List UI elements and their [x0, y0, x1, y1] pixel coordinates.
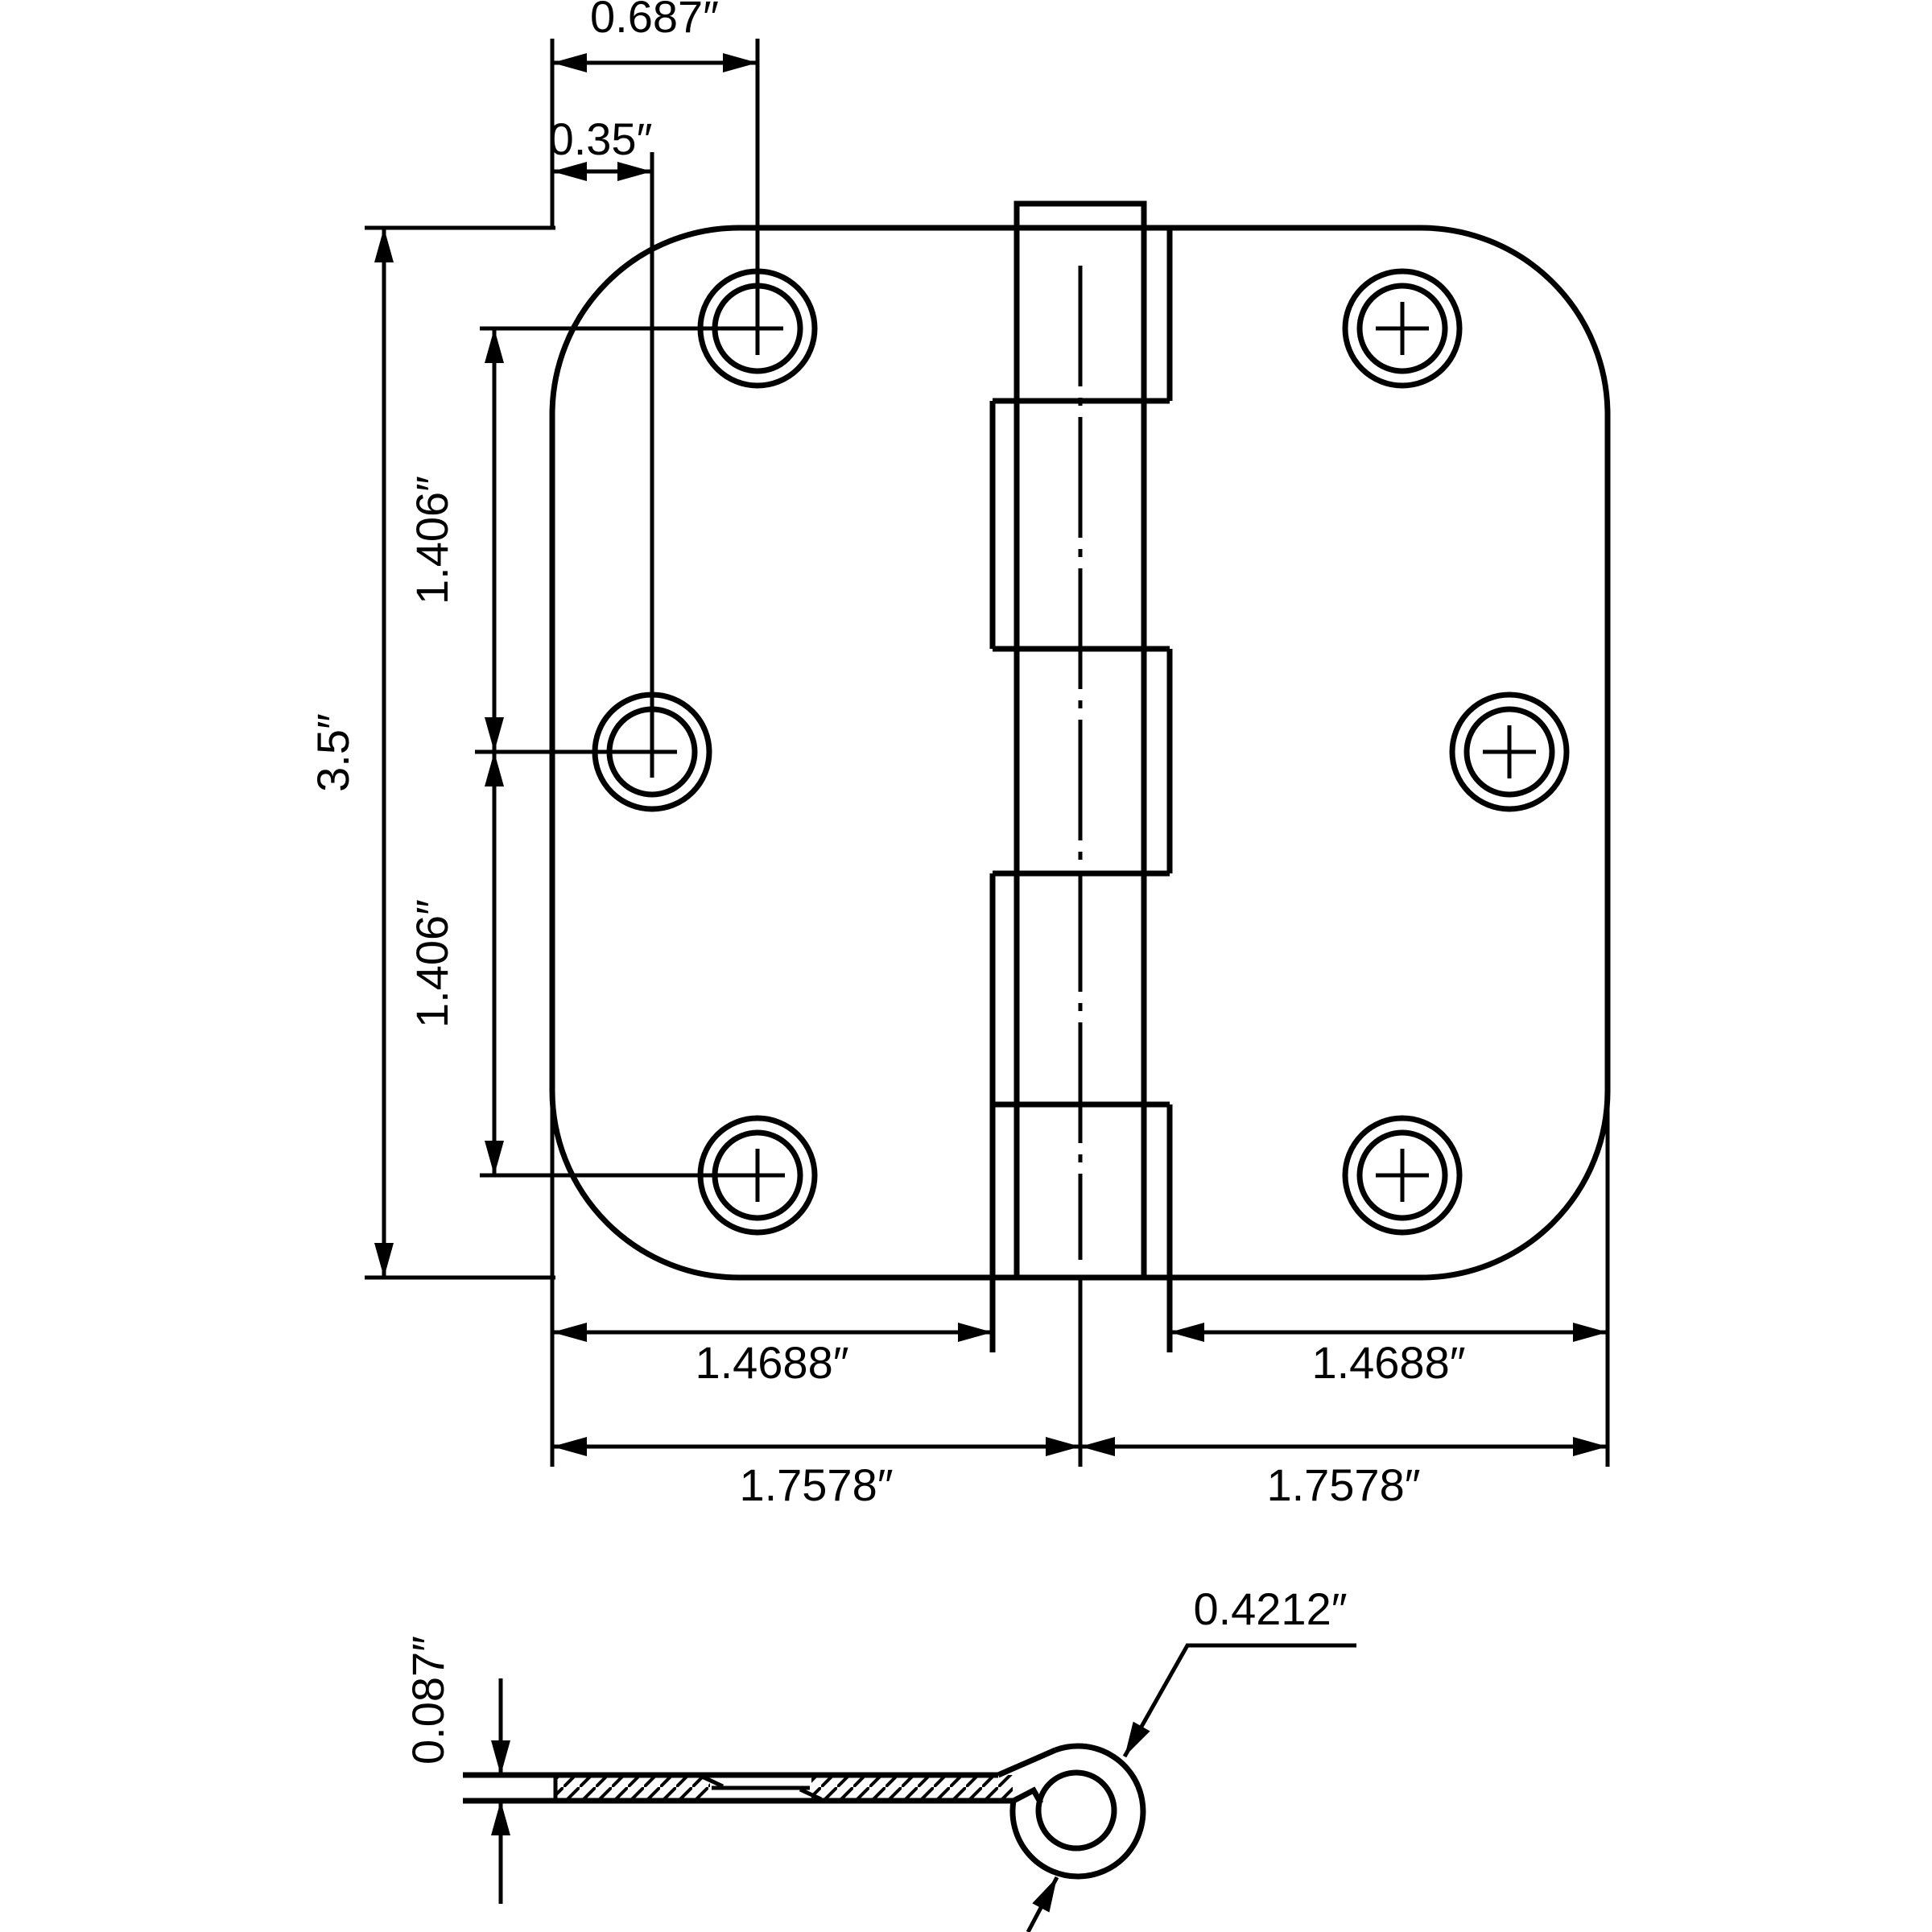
extension-lines — [365, 39, 1610, 1467]
lap-joint-slant-left — [700, 1774, 724, 1789]
screw-hole-mid-right — [1449, 691, 1570, 812]
label-leaf-flat-right: 1.4688″ — [1311, 1337, 1465, 1388]
knuckle-diameter-leader — [1122, 1643, 1356, 1758]
label-knuckle-diameter: 0.4212″ — [1193, 1583, 1347, 1634]
curl-outer-arc — [1009, 1743, 1146, 1880]
plan-view: 0.687″ 0.35″ 3.5″ 1.406″ 1.406″ 1.4688″ … — [308, 0, 1611, 1510]
bottom-leader-line — [1026, 1876, 1059, 1932]
label-half-span-right: 1.7578″ — [1266, 1459, 1420, 1510]
hatch-area-right — [811, 1775, 1013, 1801]
screw-hole-bottom-right — [1342, 1115, 1463, 1236]
screw-hole-top-right — [1342, 268, 1463, 389]
curl-entry-diagonal — [997, 1747, 1057, 1778]
label-leaf-flat-left: 1.4688″ — [695, 1337, 848, 1388]
label-hole-pitch-lower: 1.406″ — [407, 899, 457, 1028]
hinge-barrel — [989, 200, 1173, 1352]
label-mid-hole-offset: 0.35″ — [549, 114, 653, 164]
dimension-lines — [374, 53, 1608, 1456]
knuckle-curl — [997, 1743, 1146, 1880]
label-leaf-height: 3.5″ — [308, 713, 358, 792]
label-hole-pitch-upper: 1.406″ — [407, 476, 457, 605]
hatch-area-left — [555, 1775, 710, 1801]
section-view: 0.087″ 0.4212″ — [402, 1583, 1356, 1932]
label-half-span-left: 1.7578″ — [739, 1459, 893, 1510]
label-top-hole-offset: 0.687″ — [590, 0, 719, 42]
pin-bore-circle — [1035, 1769, 1117, 1852]
lap-joint-slant-right — [799, 1787, 823, 1802]
pin-head-cap — [1013, 200, 1147, 228]
leaf-section-bar — [463, 1772, 1013, 1804]
label-leaf-thickness: 0.087″ — [402, 1636, 453, 1765]
